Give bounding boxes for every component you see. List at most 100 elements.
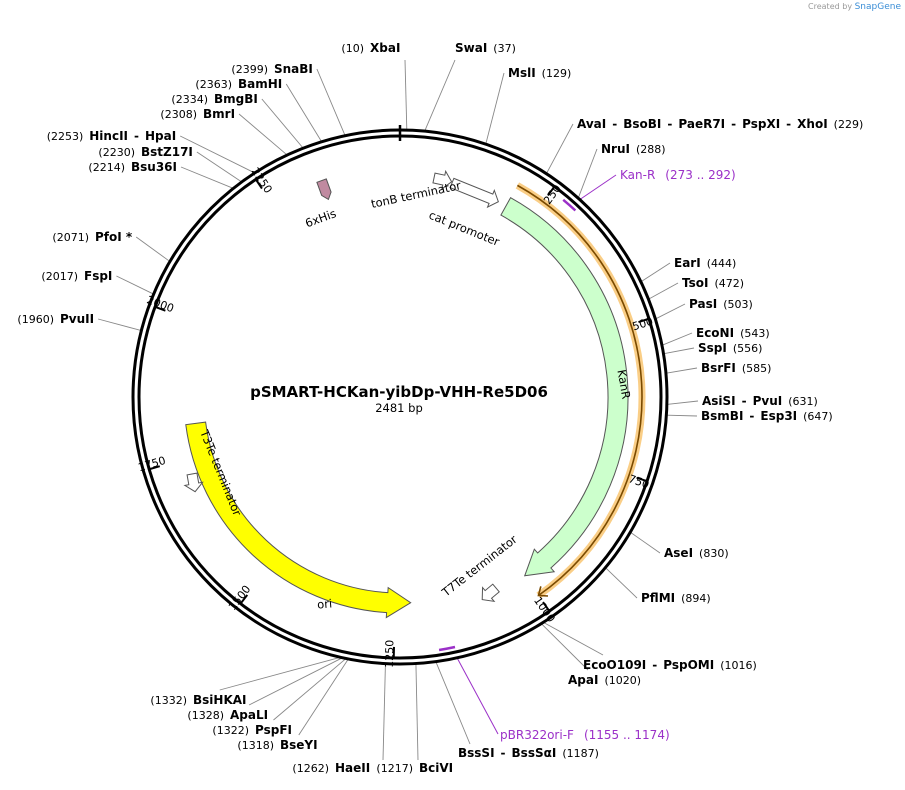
enzyme-name: BstZ17I (141, 145, 193, 159)
enzyme-separator: - (667, 117, 672, 131)
site-leader-line (116, 275, 153, 295)
site-snabi: (2399)SnaBI (231, 62, 312, 76)
enzyme-name: BssSI (458, 746, 495, 760)
tick-mark (542, 601, 551, 612)
enzyme-name: HaeII (335, 761, 370, 775)
enzyme-name: PfoI * (95, 230, 133, 244)
site-apali: (1328) ApaLI (187, 708, 268, 722)
sixhis-label: 6xHis (303, 206, 338, 230)
enzyme-position: (2071) (52, 231, 89, 244)
tick-label: 500 (631, 315, 655, 334)
site-nrui: NruI (288) (601, 142, 666, 156)
enzyme-separator: - (612, 117, 617, 131)
snapgene-credit: Created by SnapGene (808, 2, 901, 12)
site-leader-line (544, 622, 604, 656)
enzyme-position: (129) (542, 67, 572, 80)
enzyme-position: (229) (834, 118, 864, 131)
site-leader-line (541, 623, 589, 671)
site-asei: AseI(830) (664, 546, 729, 560)
enzyme-separator: - (749, 409, 754, 423)
site-bmgbi: (2334)BmgBI (171, 92, 257, 106)
enzyme-name: BsmBI (701, 409, 743, 423)
tick-mark (636, 476, 648, 483)
plasmid-length: 2481 bp (375, 401, 423, 415)
tick-mark (239, 594, 249, 605)
credit-prefix: Created by (808, 2, 853, 11)
enzyme-name: EcoO109I (583, 658, 646, 672)
enzyme-position: (503) (723, 298, 753, 311)
site-bsu36i: (2214)Bsu36I (88, 160, 177, 174)
site-leader-line (664, 347, 695, 355)
primer-mark (438, 645, 456, 652)
tick-mark (148, 465, 161, 471)
enzyme-position: (1332) (150, 694, 187, 707)
site-leader-line (316, 68, 346, 135)
site-bstz17i: (2230)BstZ17I (98, 145, 192, 159)
site-leader-line (641, 262, 671, 282)
enzyme-name: BmrI (203, 107, 235, 121)
enzyme-name: PaeR7I (678, 117, 725, 131)
site-leader-line (135, 236, 170, 262)
enzyme-name: Esp3I (760, 409, 797, 423)
enzyme-name: ApaI (568, 673, 598, 687)
site-leader-line (667, 414, 698, 417)
site-apai: ApaI(1020) (568, 673, 641, 687)
enzyme-name: Bsu36I (131, 160, 177, 174)
primer-leader-line (457, 658, 499, 735)
enzyme-name: AvaI (577, 117, 606, 131)
site-leader-line (248, 658, 342, 706)
enzyme-separator: - (652, 658, 657, 672)
site-bsmbi: BsmBI-Esp3I (647) (701, 409, 833, 423)
enzyme-name: HincII (89, 129, 128, 143)
enzyme-position: (830) (699, 547, 729, 560)
kanr-feature (500, 196, 629, 577)
site-pfoi: (2071) PfoI * (52, 230, 132, 244)
site-leader-line (261, 98, 303, 148)
site-leader-line (666, 367, 698, 374)
enzyme-position: (647) (803, 410, 833, 423)
site-econi: EcoNI(543) (696, 326, 770, 340)
enzyme-name: BsiHKAI (193, 693, 247, 707)
enzyme-position: (556) (733, 342, 763, 355)
enzyme-position: (1262) (292, 762, 329, 775)
site-leader-line (667, 400, 699, 405)
primer-leader-line (580, 174, 617, 200)
site-leader-line (656, 303, 686, 319)
site-xbai: (10)XbaI (341, 41, 400, 55)
enzyme-name: PspFI (255, 723, 292, 737)
site-leader-line (273, 658, 346, 721)
enzyme-name: PasI (689, 297, 717, 311)
enzyme-position: (631) (788, 395, 818, 408)
site-leader-line (546, 123, 574, 174)
kanr-label: KanR (614, 368, 633, 400)
site-leader-line (238, 113, 287, 155)
primer-kan-r: Kan-R(273 .. 292) (620, 168, 736, 182)
site-haeii: (1262) HaeII (292, 761, 370, 775)
enzyme-name: PvuII (60, 312, 94, 326)
site-leader-line (424, 59, 456, 131)
site-pasi: PasI (503) (689, 297, 753, 311)
site-leader-line (485, 72, 505, 144)
credit-brand: SnapGene (854, 2, 901, 12)
tick-mark (547, 185, 556, 197)
enzyme-name: MslI (508, 66, 536, 80)
tick-mark (154, 305, 166, 312)
enzyme-name: NruI (601, 142, 630, 156)
enzyme-position: (1328) (187, 709, 224, 722)
primer-pbr322ori-f: pBR322ori-F(1155 .. 1174) (500, 728, 670, 742)
site-leader-line (404, 59, 408, 130)
ori-label: ori (317, 596, 333, 611)
enzyme-name: PvuI (753, 394, 783, 408)
site-leader-line (219, 657, 339, 691)
kanr-orf-line (517, 184, 643, 597)
enzyme-name: BseYI (280, 738, 318, 752)
site-leader-line (605, 567, 638, 599)
site-leader-line (285, 83, 322, 142)
site-tsoi: TsoI(472) (682, 276, 744, 290)
tick-mark (638, 317, 650, 323)
enzyme-position: (288) (636, 143, 666, 156)
enzyme-name: ApaLI (230, 708, 268, 722)
enzyme-position: (1187) (562, 747, 599, 760)
